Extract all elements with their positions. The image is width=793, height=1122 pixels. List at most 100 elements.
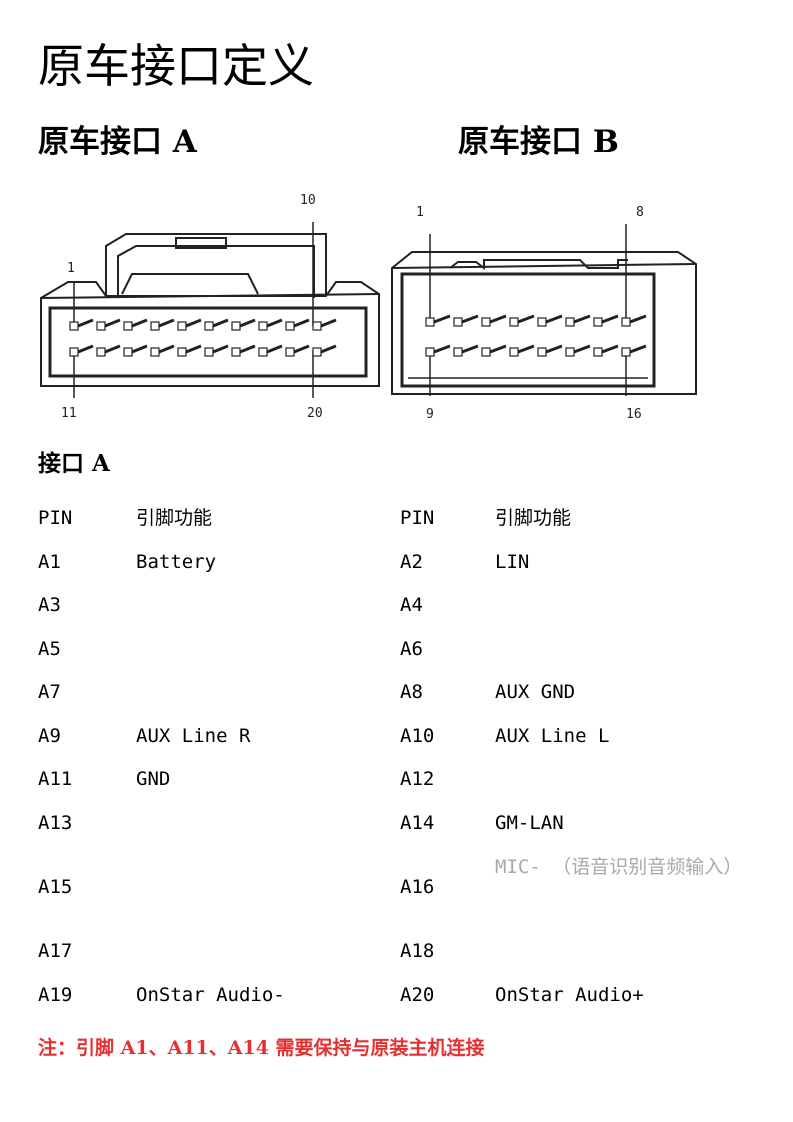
pin-contact: [123, 347, 133, 357]
pin-terminal: [629, 314, 647, 324]
pin-terminal: [433, 314, 451, 324]
function-cell: LIN: [495, 551, 530, 573]
pin-cell: A17: [38, 940, 73, 962]
pin-contact: [285, 321, 295, 331]
function-cell: GND: [136, 768, 171, 790]
pin-terminal: [77, 344, 94, 354]
pin-terminal: [545, 314, 563, 324]
pin-terminal: [573, 314, 591, 324]
function-cell: AUX Line R: [136, 725, 251, 747]
pin-terminal: [266, 318, 283, 328]
function-cell: Battery: [136, 551, 217, 573]
pin-contact: [565, 347, 575, 357]
pin-contact: [69, 321, 79, 331]
pin-label-1: 1: [416, 205, 424, 220]
pin-contact: [509, 317, 519, 327]
pin-terminal: [158, 344, 175, 354]
function-cell: GM-LAN: [495, 812, 564, 834]
pin-contact: [96, 347, 106, 357]
pin-terminal: [489, 314, 507, 324]
pin-terminal: [131, 318, 148, 328]
pin-cell: A11: [38, 768, 73, 790]
pin-terminal: [517, 314, 535, 324]
pin-contact: [150, 347, 160, 357]
pin-cell: A4: [400, 594, 423, 616]
pin-label-10: 10: [300, 193, 316, 208]
pin-contact: [453, 347, 463, 357]
pin-contact: [231, 321, 241, 331]
pin-cell: A14: [400, 812, 435, 834]
section-title: 接口 A: [38, 450, 110, 477]
pin-contact: [425, 347, 435, 357]
pin-contact: [481, 347, 491, 357]
function-cell: OnStar Audio-: [136, 984, 285, 1006]
pin-cell: A10: [400, 725, 435, 747]
connector-b-diagram: 1 8 9 16: [391, 205, 697, 422]
pin-contact: [537, 347, 547, 357]
pin-label-1: 1: [67, 261, 75, 276]
pin-contact: [150, 321, 160, 331]
header-pin: PIN: [400, 507, 435, 529]
pin-terminal: [461, 344, 479, 354]
pin-contact: [621, 317, 631, 327]
pin-contact: [258, 321, 268, 331]
pin-cell: A12: [400, 768, 435, 790]
pin-contact: [509, 347, 519, 357]
pin-terminal: [158, 318, 175, 328]
pin-cell: A16: [400, 876, 435, 898]
pin-cell: A2: [400, 551, 423, 573]
connector-a-latch: [105, 233, 327, 296]
page-title: 原车接口定义: [38, 39, 314, 93]
pin-contact: [231, 347, 241, 357]
pin-cell: A8: [400, 681, 423, 703]
pin-contact: [312, 321, 322, 331]
pin-label-8: 8: [636, 205, 644, 220]
pin-contact: [96, 321, 106, 331]
pin-label-20: 20: [307, 406, 323, 421]
pin-contact: [204, 347, 214, 357]
pin-cell: A7: [38, 681, 61, 703]
pin-contact: [204, 321, 214, 331]
pin-cell: A13: [38, 812, 73, 834]
pin-contact: [565, 317, 575, 327]
pin-terminal: [131, 344, 148, 354]
pin-terminal: [239, 344, 256, 354]
header-pin: PIN: [38, 507, 73, 529]
header-function: 引脚功能: [136, 507, 213, 529]
pin-contact: [177, 321, 187, 331]
pin-terminal: [212, 318, 229, 328]
function-cell: AUX Line L: [495, 725, 610, 747]
connector-b-title: 原车接口 B: [458, 124, 619, 160]
pin-contact: [123, 321, 133, 331]
pin-cell: A20: [400, 984, 435, 1006]
pin-terminal: [629, 344, 647, 354]
pin-terminal: [293, 344, 310, 354]
pin-terminal: [517, 344, 535, 354]
pin-terminal: [320, 344, 337, 354]
pin-terminal: [433, 344, 451, 354]
pin-contact: [177, 347, 187, 357]
pin-cell: A6: [400, 638, 423, 660]
pin-cell: A3: [38, 594, 61, 616]
pin-cell: A15: [38, 876, 73, 898]
pin-terminal: [104, 344, 121, 354]
pin-cell: A9: [38, 725, 61, 747]
pin-terminal: [573, 344, 591, 354]
pin-terminal: [601, 314, 619, 324]
function-cell-mic: MIC- （语音识别音频输入）: [495, 856, 743, 878]
pin-contact: [537, 317, 547, 327]
pin-contact: [69, 347, 79, 357]
connector-b-pins: [425, 314, 647, 357]
connector-a-title: 原车接口 A: [38, 124, 197, 160]
connector-a-shell: [40, 281, 380, 387]
pin-terminal: [239, 318, 256, 328]
pin-terminal: [320, 318, 337, 328]
pin-terminal: [212, 344, 229, 354]
pin-terminal: [293, 318, 310, 328]
pin-terminal: [77, 318, 94, 328]
pin-cell: A1: [38, 551, 61, 573]
pin-contact: [621, 347, 631, 357]
connector-a-cavity: [48, 306, 368, 378]
connector-a-pins: [69, 318, 337, 357]
pin-contact: [285, 347, 295, 357]
